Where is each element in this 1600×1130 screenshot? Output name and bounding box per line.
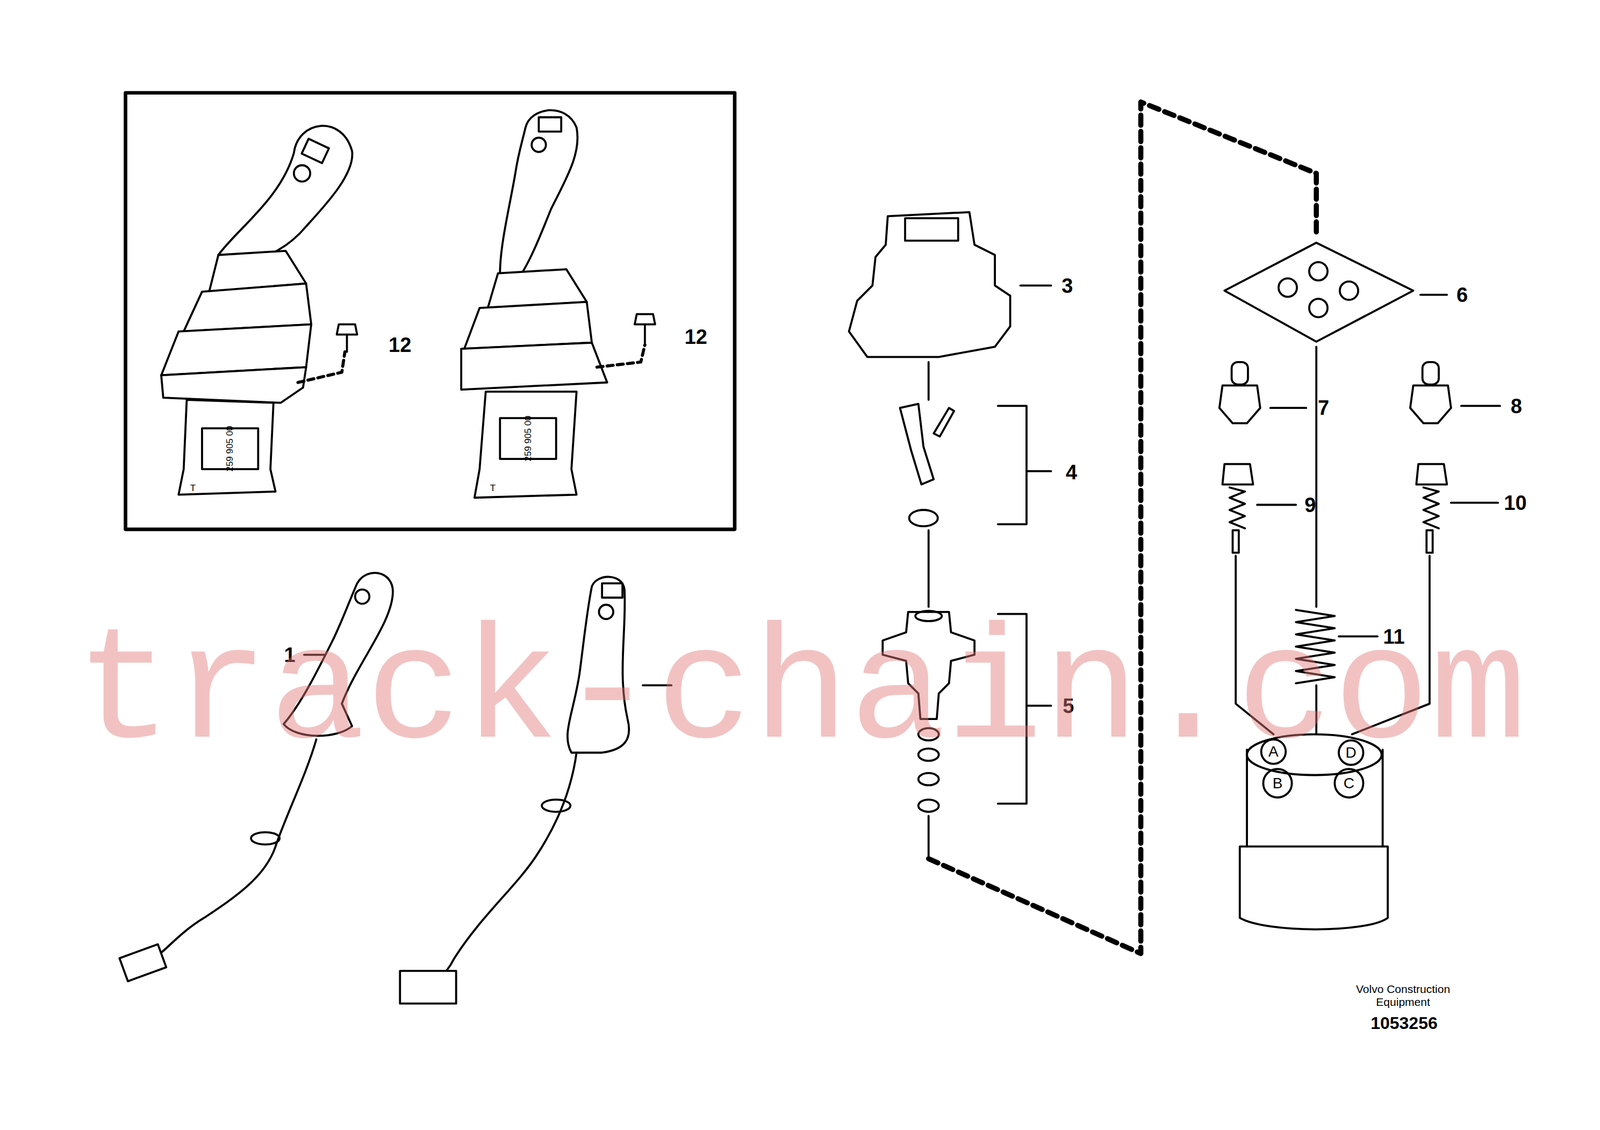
port-letter: C [1343, 776, 1355, 792]
drawing-number: 1053256 [1370, 1014, 1438, 1032]
callout-number: 12 [684, 326, 708, 348]
callout-number: 8 [1510, 396, 1523, 417]
callout-number: 6 [1456, 284, 1468, 306]
callout-number: 7 [1317, 397, 1330, 419]
callout-number: 4 [1065, 462, 1078, 483]
callout-number: 9 [1304, 494, 1316, 516]
watermark: track-chain.com [75, 613, 1527, 775]
port-letter: B [1272, 776, 1283, 792]
marking: T [490, 483, 496, 493]
marking: T [190, 483, 196, 493]
callout-number: 12 [388, 334, 412, 356]
publisher-name: Volvo Construction Equipment [1341, 983, 1466, 1009]
part-number: 259 905 00 [225, 426, 235, 472]
part-number: 259 905 00 [522, 415, 533, 462]
callout-number: 10 [1503, 492, 1527, 514]
callout-number: 3 [1061, 275, 1073, 297]
